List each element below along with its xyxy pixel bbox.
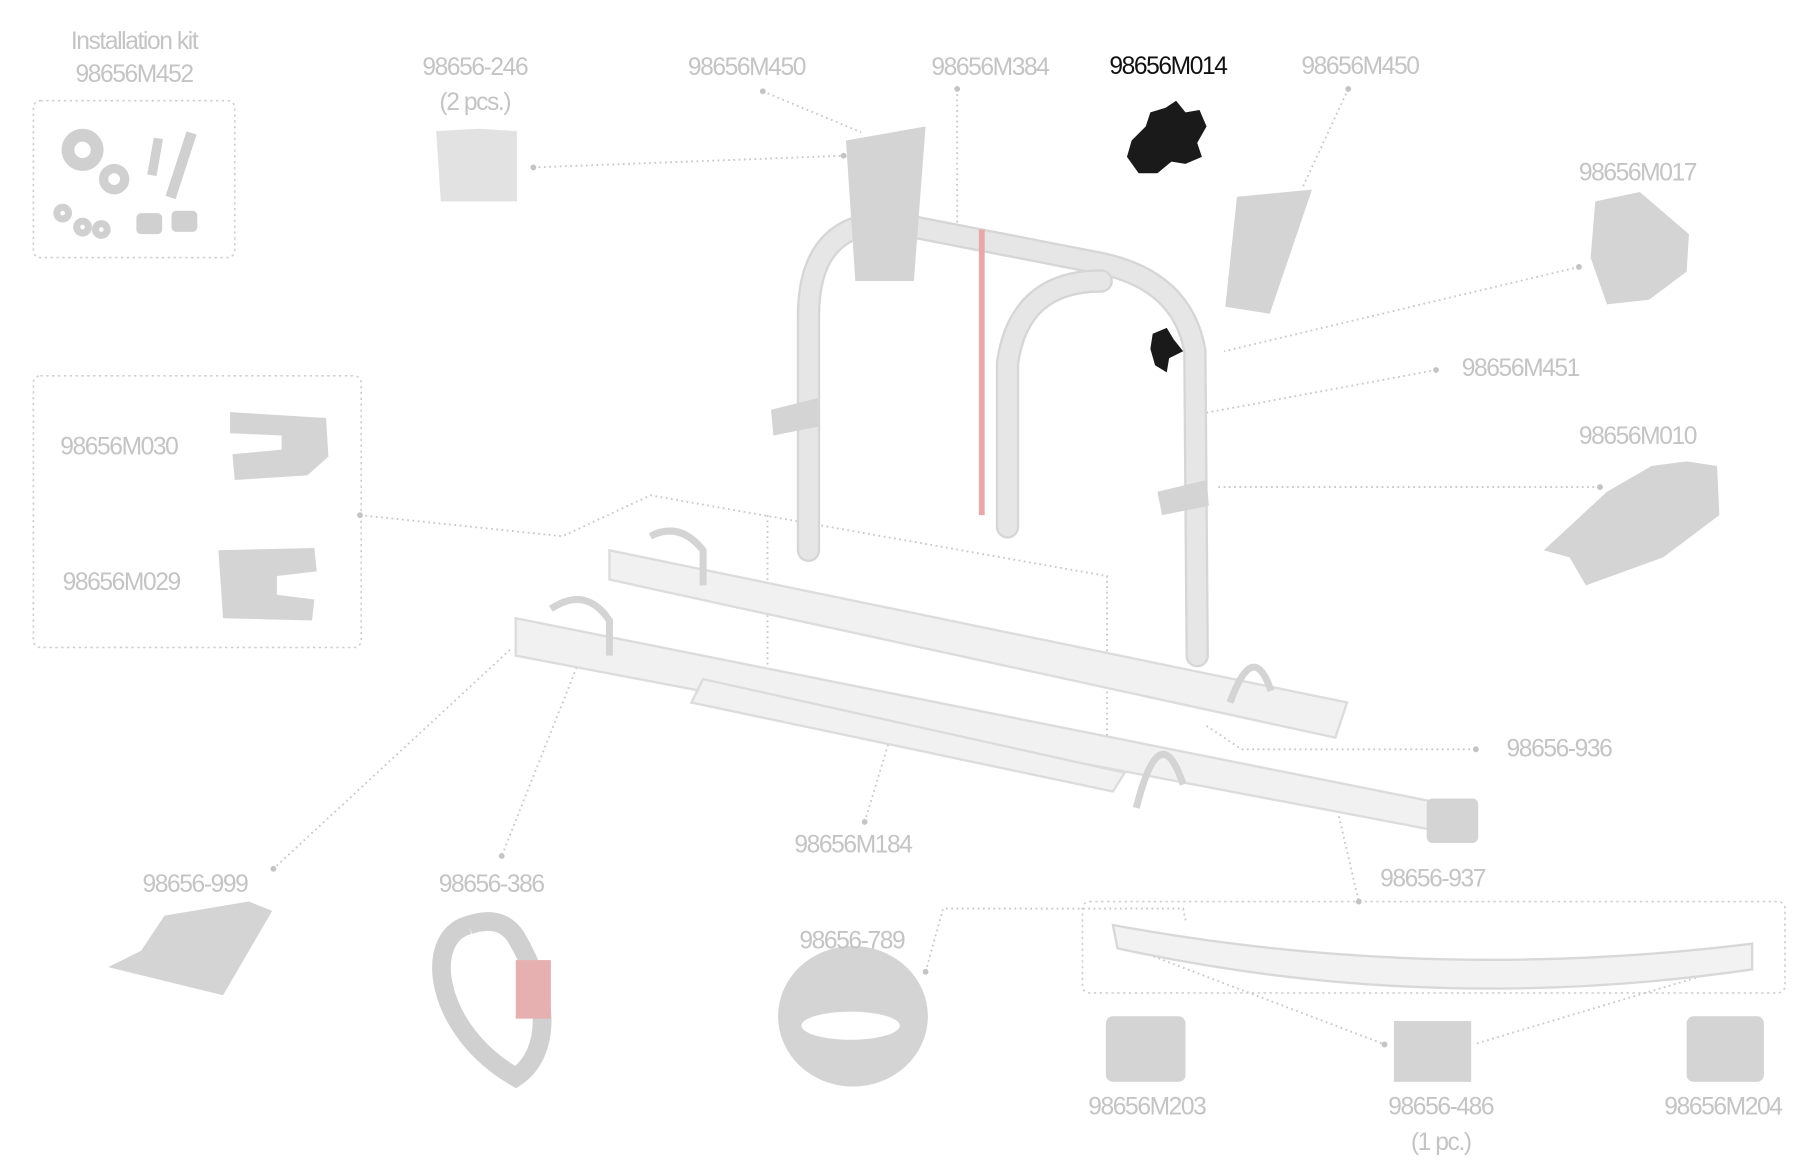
- end-cap-part-m203: [1105, 1016, 1186, 1082]
- label-98656M203[interactable]: 98656M203: [1088, 1094, 1207, 1121]
- cap-part-m017: [1590, 192, 1689, 305]
- gear-icon: [61, 128, 130, 195]
- label-98656-936[interactable]: 98656-936: [1507, 735, 1614, 762]
- clamp-part-m030: [230, 412, 329, 481]
- chain-link-icon: [53, 203, 111, 239]
- label-98656M384[interactable]: 98656M384: [931, 54, 1050, 81]
- label-98656M030[interactable]: 98656M030: [60, 433, 179, 460]
- knob-installed-m014: [1150, 327, 1184, 373]
- label-98656-386[interactable]: 98656-386: [439, 871, 546, 898]
- bike-rack-frame: [514, 126, 1479, 844]
- holder-part-m010: [1543, 461, 1720, 586]
- label-98656M010[interactable]: 98656M010: [1579, 423, 1698, 450]
- clamp-group-box: [32, 375, 363, 649]
- label-98656M014[interactable]: 98656M014: [1109, 53, 1228, 80]
- label-98656-486[interactable]: 98656-486: [1388, 1094, 1495, 1121]
- end-cap-part-m204: [1686, 1016, 1764, 1082]
- screw-icon: [147, 131, 197, 200]
- rail-group-box: [1081, 900, 1786, 994]
- knob-part-m014: [1126, 100, 1207, 174]
- label-98656-937[interactable]: 98656-937: [1380, 865, 1487, 892]
- strap-buckle: [515, 960, 551, 1019]
- label-98656M204[interactable]: 98656M204: [1664, 1094, 1783, 1121]
- label-98656M452: 98656M452: [75, 61, 193, 88]
- part-labels: Installation kit 98656M452 98656-246 (2 …: [60, 28, 1783, 1156]
- label-486-qty: (1 pc.): [1411, 1129, 1471, 1156]
- label-98656-246: 98656-246: [422, 54, 528, 81]
- label-installation-kit: Installation kit: [71, 28, 199, 55]
- ring-opening: [801, 1011, 900, 1040]
- end-cap-part-999: [108, 901, 273, 996]
- label-98656M450-left[interactable]: 98656M450: [688, 54, 807, 81]
- nut-icon: [136, 210, 198, 235]
- arm-part-m450-right: [1225, 189, 1312, 314]
- arm-part-m450-left: [845, 126, 926, 282]
- clamp-part-m029: [218, 547, 317, 621]
- rail-part-937: [1111, 923, 1754, 990]
- label-98656M184[interactable]: 98656M184: [794, 831, 913, 858]
- label-98656M450-right[interactable]: 98656M450: [1301, 53, 1420, 80]
- label-246-qty: (2 pcs.): [439, 89, 510, 116]
- pad-part-246: [436, 128, 517, 202]
- rear-rail: [608, 548, 1349, 740]
- strap-part-386: [432, 912, 552, 1089]
- label-98656M017[interactable]: 98656M017: [1579, 159, 1698, 186]
- label-98656M451[interactable]: 98656M451: [1462, 355, 1581, 382]
- label-98656-789[interactable]: 98656-789: [799, 927, 906, 954]
- label-98656-999[interactable]: 98656-999: [142, 871, 249, 898]
- plate-part-486: [1393, 1020, 1472, 1082]
- leader-lines: [270, 86, 1719, 1048]
- installation-kit-box: [32, 99, 236, 259]
- label-98656M029[interactable]: 98656M029: [63, 569, 182, 596]
